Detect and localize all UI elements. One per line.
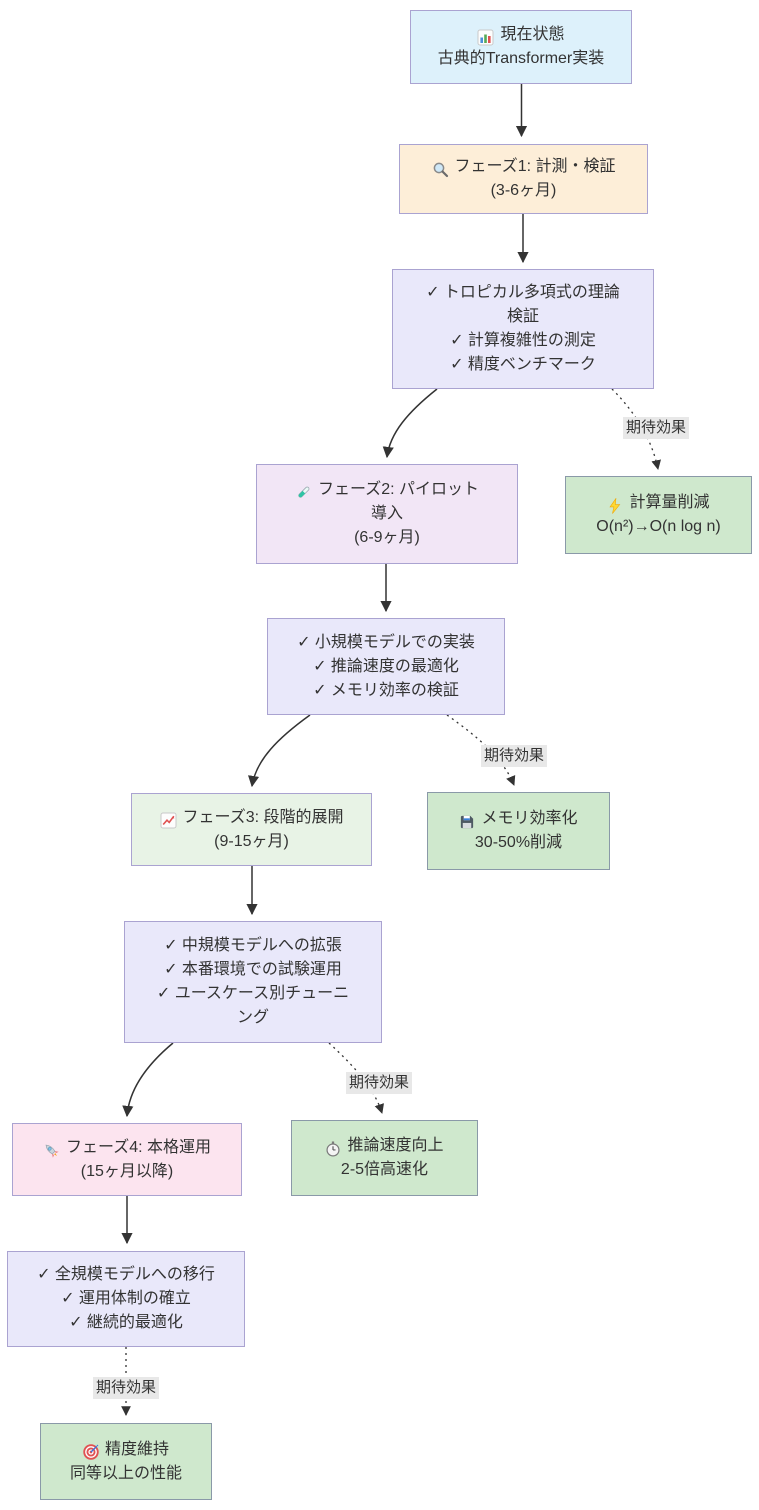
node-effect-accuracy: 精度維持 同等以上の性能: [40, 1423, 212, 1500]
node-current-state-label: 現在状態 古典的Transformer実装: [437, 26, 605, 67]
node-phase3-tasks-label: ✓ 中規模モデルへの拡張 ✓ 本番環境での試験運用 ✓ ユースケース別チューニ …: [156, 937, 350, 1026]
node-effect-memory-label: メモリ効率化 30-50%削減: [474, 810, 578, 851]
node-phase4-label: フェーズ4: 本格運用 (15ヶ月以降): [66, 1138, 211, 1180]
node-phase1-tasks-label: ✓ トロピカル多項式の理論 検証 ✓ 計算複雑性の測定 ✓ 精度ベンチマーク: [426, 284, 620, 373]
node-phase4-tasks: ✓ 全規模モデルへの移行 ✓ 運用体制の確立 ✓ 継続的最適化: [7, 1251, 245, 1347]
zap-icon: [607, 497, 623, 514]
node-effect-accuracy-label: 精度維持 同等以上の性能: [69, 1440, 182, 1482]
edge-label-expected-effect-2: 期待効果: [480, 745, 548, 767]
edge-label-expected-effect-3: 期待効果: [345, 1072, 413, 1094]
magnifier-icon: [432, 161, 449, 178]
node-phase1-label: フェーズ1: 計測・検証 (3-6ヶ月): [454, 158, 616, 199]
edge-label-expected-effect-1: 期待効果: [622, 417, 690, 439]
node-phase3-tasks: ✓ 中規模モデルへの拡張 ✓ 本番環境での試験運用 ✓ ユースケース別チューニ …: [124, 921, 382, 1043]
node-phase4-tasks-label: ✓ 全規模モデルへの移行 ✓ 運用体制の確立 ✓ 継続的最適化: [37, 1266, 215, 1331]
node-effect-computation: 計算量削減 O(n²)→O(n log n): [565, 476, 752, 554]
node-effect-computation-label: 計算量削減 O(n²)→O(n log n): [596, 494, 721, 535]
edge-label-expected-effect-4: 期待効果: [92, 1377, 160, 1399]
node-phase3-label: フェーズ3: 段階的展開 (9-15ヶ月): [182, 808, 344, 850]
node-phase1: フェーズ1: 計測・検証 (3-6ヶ月): [399, 144, 648, 214]
node-effect-memory: メモリ効率化 30-50%削減: [427, 792, 610, 870]
floppy-disk-icon: [459, 814, 475, 830]
chart-up-icon: [160, 812, 177, 829]
target-icon: [83, 1444, 99, 1460]
test-tube-icon: [295, 484, 312, 501]
node-phase2: フェーズ2: パイロット 導入 (6-9ヶ月): [256, 464, 518, 564]
node-current-state: 現在状態 古典的Transformer実装: [410, 10, 632, 84]
edge-tasks2-phase3: [247, 714, 311, 788]
node-phase2-tasks: ✓ 小規模モデルでの実装 ✓ 推論速度の最適化 ✓ メモリ効率の検証: [267, 618, 505, 715]
stopwatch-icon: [325, 1141, 341, 1157]
node-phase2-label: フェーズ2: パイロット 導入 (6-9ヶ月): [318, 481, 479, 546]
rocket-icon: [43, 1142, 60, 1159]
node-phase2-tasks-label: ✓ 小規模モデルでの実装 ✓ 推論速度の最適化 ✓ メモリ効率の検証: [297, 633, 475, 699]
node-phase3: フェーズ3: 段階的展開 (9-15ヶ月): [131, 793, 372, 866]
bar-chart-icon: [477, 29, 494, 46]
node-phase1-tasks: ✓ トロピカル多項式の理論 検証 ✓ 計算複雑性の測定 ✓ 精度ベンチマーク: [392, 269, 654, 389]
edge-tasks3-phase4: [122, 1042, 174, 1118]
node-phase4: フェーズ4: 本格運用 (15ヶ月以降): [12, 1123, 242, 1196]
edge-tasks1-phase2: [382, 388, 438, 459]
node-effect-speed: 推論速度向上 2-5倍高速化: [291, 1120, 478, 1196]
node-effect-speed-label: 推論速度向上 2-5倍高速化: [340, 1137, 444, 1178]
